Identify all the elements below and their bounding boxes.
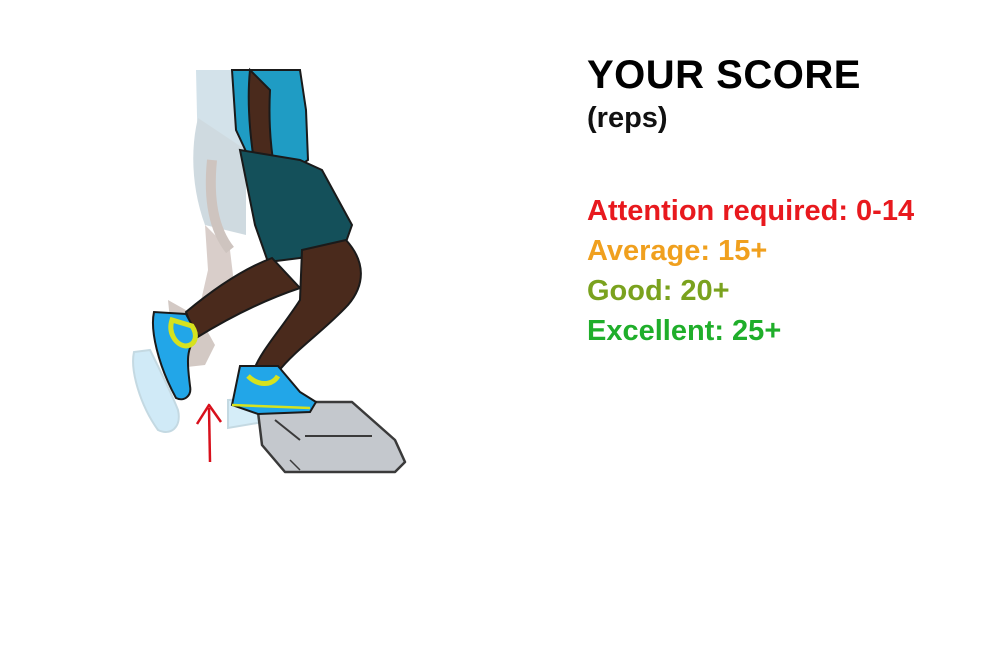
person-stepping-illustration bbox=[132, 67, 407, 474]
score-unit: (reps) bbox=[587, 102, 668, 134]
main-figure bbox=[152, 67, 362, 416]
up-arrow-icon bbox=[195, 403, 223, 463]
score-title: YOUR SCORE bbox=[587, 53, 861, 92]
score-range-excellent: Excellent: 25+ bbox=[587, 315, 782, 347]
score-range-good: Good: 20+ bbox=[587, 275, 730, 307]
score-panel: YOUR SCORE (reps) Attention required: 0-… bbox=[587, 0, 1000, 400]
score-range-average: Average: 15+ bbox=[587, 235, 768, 267]
score-range-attention: Attention required: 0-14 bbox=[587, 195, 915, 227]
score-ranges-list: Attention required: 0-14 Average: 15+ Go… bbox=[587, 191, 914, 351]
step-platform bbox=[256, 400, 407, 474]
